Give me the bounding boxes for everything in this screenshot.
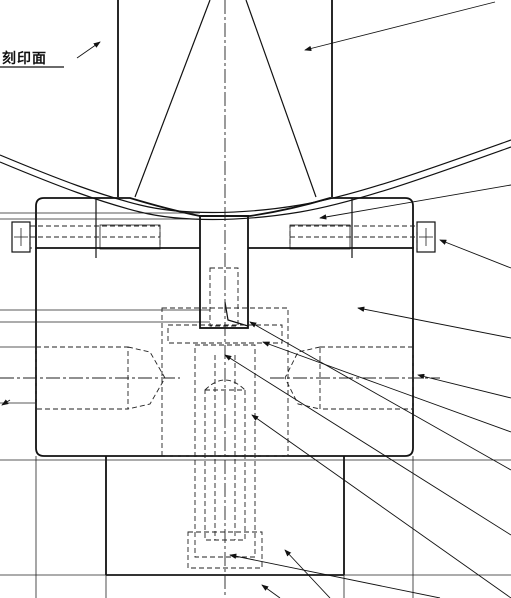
side-screw-left: [11, 221, 161, 253]
main-die-block: [0, 247, 414, 457]
die-top-plate: [0, 197, 414, 258]
engraved-face-label: 刻印面: [2, 51, 47, 67]
curved-sheet: [0, 139, 511, 221]
lower-base: [0, 456, 511, 598]
upper-punch: [117, 0, 333, 198]
center-pin: [199, 215, 249, 329]
side-bore-left: [0, 346, 180, 410]
